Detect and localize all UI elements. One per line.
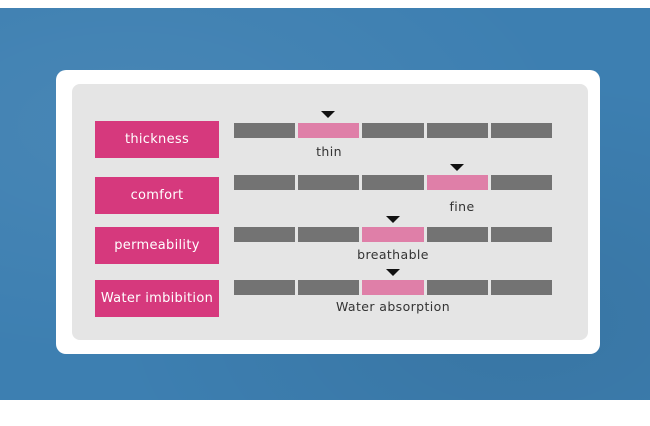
water-imbibition-value: Water absorption [335,299,451,314]
thickness-label: thickness [95,121,219,158]
comfort-segment-3 [362,175,424,190]
permeability-segment-1 [234,227,296,242]
comfort-value: fine [449,199,475,214]
thickness-scale [234,123,553,138]
permeability-segment-3 [362,227,424,242]
permeability-segment-2 [298,227,360,242]
permeability-segment-5 [490,227,553,242]
thickness-segment-4 [426,123,488,138]
water-imbibition-segment-1 [234,280,296,295]
comfort-label: comfort [95,177,219,214]
water-imbibition-segment-5 [490,280,553,295]
thickness-value: thin [316,144,342,159]
thickness-segment-5 [490,123,553,138]
thickness-segment-2 [298,123,360,138]
comfort-segment-2 [298,175,360,190]
permeability-marker-icon [386,216,400,223]
comfort-scale [234,175,553,190]
comfort-segment-4 [426,175,488,190]
permeability-scale [234,227,553,242]
thickness-segment-3 [362,123,424,138]
water-imbibition-scale [234,280,553,295]
comfort-segment-1 [234,175,296,190]
water-imbibition-segment-2 [298,280,360,295]
permeability-label: permeability [95,227,219,264]
water-imbibition-segment-4 [426,280,488,295]
thickness-segment-1 [234,123,296,138]
water-imbibition-label: Water imbibition [95,280,219,317]
comfort-segment-5 [490,175,553,190]
thickness-marker-icon [321,111,335,118]
water-imbibition-segment-3 [362,280,424,295]
comfort-marker-icon [450,164,464,171]
permeability-segment-4 [426,227,488,242]
water-imbibition-marker-icon [386,269,400,276]
permeability-value: breathable [357,247,429,262]
